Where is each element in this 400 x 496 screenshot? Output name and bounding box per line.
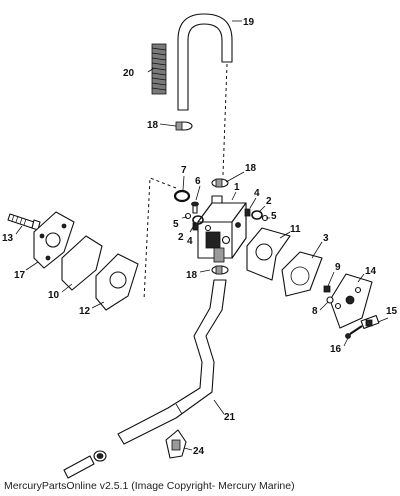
callout-19: 19 — [243, 17, 255, 28]
gasket-10[interactable] — [61, 235, 103, 291]
o-ring-7[interactable] — [173, 189, 191, 203]
callout-18-upper: 18 — [245, 163, 257, 174]
screw-9[interactable] — [323, 285, 331, 293]
fuel-hose-19[interactable] — [177, 13, 233, 111]
callout-10: 10 — [48, 290, 60, 301]
gasket-12[interactable] — [95, 253, 139, 311]
callout-7: 7 — [181, 165, 187, 176]
callout-16: 16 — [330, 344, 342, 355]
check-valve-4-right[interactable] — [244, 208, 251, 217]
leader-lines — [15, 20, 389, 451]
screw-16[interactable] — [345, 325, 363, 339]
washer-5-left[interactable] — [184, 212, 192, 220]
gasket-11[interactable] — [246, 227, 291, 281]
fuel-pump-body-1[interactable] — [197, 195, 247, 263]
screw-13[interactable] — [7, 213, 41, 231]
callout-12: 12 — [79, 306, 91, 317]
callout-6: 6 — [195, 176, 201, 187]
mounting-plate-17[interactable] — [33, 211, 75, 269]
fuel-hose-21[interactable] — [117, 279, 227, 445]
diaphragm-3[interactable] — [281, 251, 323, 297]
hose-clamp-18-upper[interactable] — [211, 178, 229, 188]
callout-20: 20 — [123, 68, 135, 79]
guide-line-top — [222, 63, 228, 176]
callout-4-right: 4 — [254, 188, 260, 199]
callout-11: 11 — [290, 224, 301, 235]
pump-cover-14[interactable] — [329, 273, 373, 329]
callout-18-top: 18 — [147, 120, 159, 131]
screw-6[interactable] — [191, 201, 199, 214]
callout-5-right: 5 — [271, 211, 277, 222]
callout-3: 3 — [323, 233, 329, 244]
o-ring-2-right[interactable] — [251, 210, 263, 220]
callout-2-right: 2 — [266, 196, 272, 207]
callout-14: 14 — [365, 266, 377, 277]
copyright-footer: MercuryPartsOnline v2.5.1 (Image Copyrig… — [4, 480, 295, 492]
callout-4-left: 4 — [187, 236, 193, 247]
callout-15: 15 — [386, 306, 398, 317]
guide-line-left — [143, 177, 177, 301]
hose-clamp-18-top[interactable] — [175, 121, 193, 131]
hose-clamp-24[interactable] — [165, 429, 187, 459]
callout-5-left: 5 — [173, 219, 179, 230]
washer-8[interactable] — [326, 296, 334, 304]
hose-clamp-18-lower[interactable] — [211, 265, 229, 275]
callout-1: 1 — [234, 182, 240, 193]
callout-8: 8 — [312, 306, 318, 317]
callout-13: 13 — [2, 233, 14, 244]
callout-18-lower: 18 — [186, 270, 198, 281]
callout-2-left: 2 — [178, 232, 184, 243]
fitting-15[interactable] — [360, 314, 380, 330]
callout-17: 17 — [14, 270, 26, 281]
callout-9: 9 — [335, 262, 341, 273]
callout-21: 21 — [224, 412, 236, 423]
callout-labels: 19 20 18 7 6 18 1 4 2 5 5 2 4 11 3 13 17… — [2, 17, 398, 457]
spring-sleeve-20[interactable] — [151, 43, 167, 95]
callout-24: 24 — [193, 446, 205, 457]
hose-fitting-bottom[interactable] — [63, 450, 107, 479]
